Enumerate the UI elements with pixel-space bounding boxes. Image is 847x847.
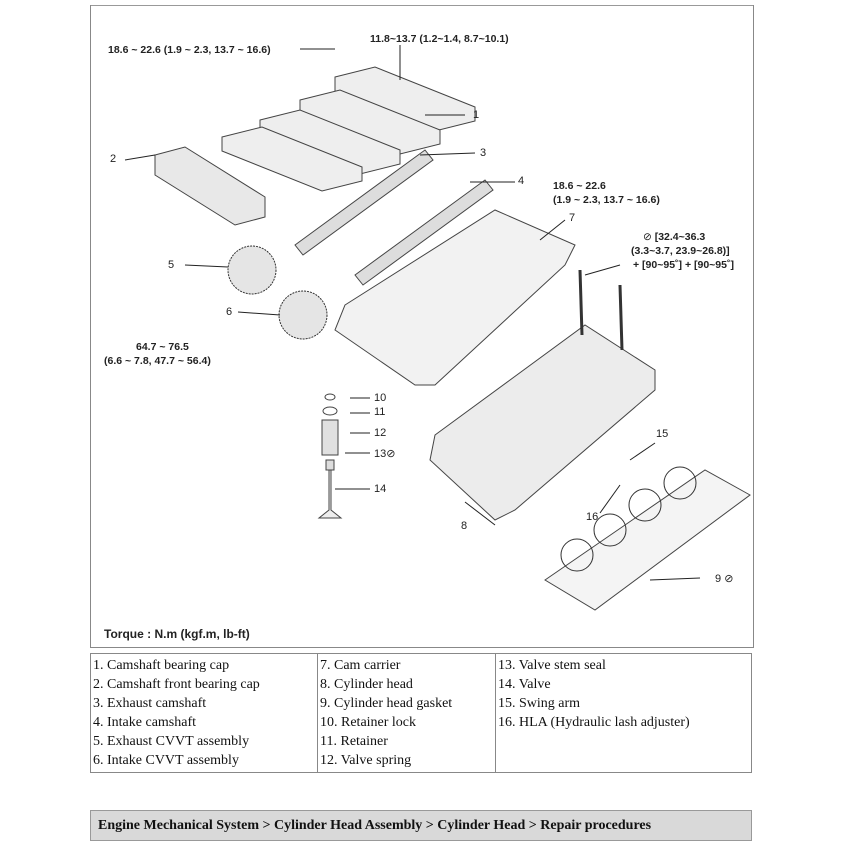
torque-text: [32.4~36.3: [654, 231, 706, 243]
breadcrumb: Engine Mechanical System > Cylinder Head…: [90, 810, 752, 841]
callout-13: 13⊘: [374, 447, 395, 460]
torque-callout-head-bolt-l2: (3.3~3.7, 23.9~26.8)]: [631, 245, 730, 257]
callout-14: 14: [374, 483, 387, 495]
torque-unit-note: Torque : N.m (kgf.m, lb-ft): [104, 627, 250, 641]
part-item: 2. Camshaft front bearing cap: [93, 677, 260, 692]
parts-column-2: 7. Cam carrier 8. Cylinder head 9. Cylin…: [317, 653, 496, 773]
callout-12: 12: [374, 427, 387, 439]
cylinder-head: [429, 324, 656, 521]
callout-4: 4: [518, 175, 525, 187]
callout-16: 16: [586, 511, 599, 523]
callout-15: 15: [656, 428, 669, 440]
part-item: 9. Cylinder head gasket: [320, 696, 453, 711]
exploded-diagram: [124, 45, 751, 611]
no-reuse-icon: ⊘: [386, 448, 396, 460]
callout-13-number: 13: [374, 448, 387, 460]
part-item: 13. Valve stem seal: [498, 658, 606, 673]
callout-8: 8: [461, 520, 468, 532]
parts-column-3: 13. Valve stem seal 14. Valve 15. Swing …: [495, 653, 752, 773]
part-item: 8. Cylinder head: [320, 677, 413, 692]
no-reuse-icon: ⊘: [643, 231, 655, 243]
part-item: 12. Valve spring: [320, 753, 412, 768]
torque-callout-cvvt-l2: (6.6 ~ 7.8, 47.7 ~ 56.4): [104, 355, 211, 367]
part-item: 4. Intake camshaft: [93, 715, 197, 730]
exhaust-cvvt: [227, 245, 277, 295]
part-item: 15. Swing arm: [498, 696, 581, 711]
torque-callout-cvvt-l1: 64.7 ~ 76.5: [136, 341, 189, 353]
part-item: 5. Exhaust CVVT assembly: [93, 734, 250, 749]
callout-11: 11: [374, 406, 386, 418]
cylinder-head-gasket: [544, 469, 751, 611]
cam-carrier: [334, 209, 576, 386]
intake-cvvt: [278, 290, 328, 340]
part-item: 6. Intake CVVT assembly: [93, 753, 239, 768]
part-item: 14. Valve: [498, 677, 551, 692]
parts-list-table: 1. Camshaft bearing cap 2. Camshaft fron…: [90, 653, 752, 773]
callout-9: 9 ⊘: [715, 572, 733, 585]
camshaft-bearing-caps: [154, 66, 476, 226]
callout-5: 5: [168, 259, 175, 271]
page-top-rule: [90, 5, 754, 6]
callout-6: 6: [226, 306, 233, 318]
torque-callout-head-bolt-l3: + [90~95˚] + [90~95˚]: [633, 259, 734, 271]
torque-callout-cam-carrier-l1: 18.6 ~ 22.6: [553, 180, 606, 192]
camshafts: [294, 149, 494, 286]
part-item: 1. Camshaft bearing cap: [93, 658, 230, 673]
callout-1: 1: [473, 109, 480, 121]
part-item: 10. Retainer lock: [320, 715, 417, 730]
torque-callout-bearing-cap-front: 18.6 ~ 22.6 (1.9 ~ 2.3, 13.7 ~ 16.6): [108, 44, 271, 56]
torque-callout-head-bolt-l1: ⊘ [32.4~36.3: [643, 231, 705, 243]
torque-callout-cam-carrier-l2: (1.9 ~ 2.3, 13.7 ~ 16.6): [553, 194, 660, 206]
no-reuse-icon: ⊘: [724, 573, 734, 585]
parts-column-1: 1. Camshaft bearing cap 2. Camshaft fron…: [90, 653, 318, 773]
part-item: 3. Exhaust camshaft: [93, 696, 207, 711]
callout-2: 2: [110, 153, 117, 165]
callout-10: 10: [374, 392, 387, 404]
part-item: 16. HLA (Hydraulic lash adjuster): [498, 715, 690, 730]
callout-3: 3: [480, 147, 487, 159]
part-item: 7. Cam carrier: [320, 658, 401, 673]
callout-9-number: 9: [715, 573, 722, 585]
callout-7: 7: [569, 212, 576, 224]
part-item: 11. Retainer: [320, 734, 388, 749]
diagram-frame: [90, 5, 754, 648]
torque-callout-bearing-cap: 11.8~13.7 (1.2~1.4, 8.7~10.1): [370, 33, 509, 45]
